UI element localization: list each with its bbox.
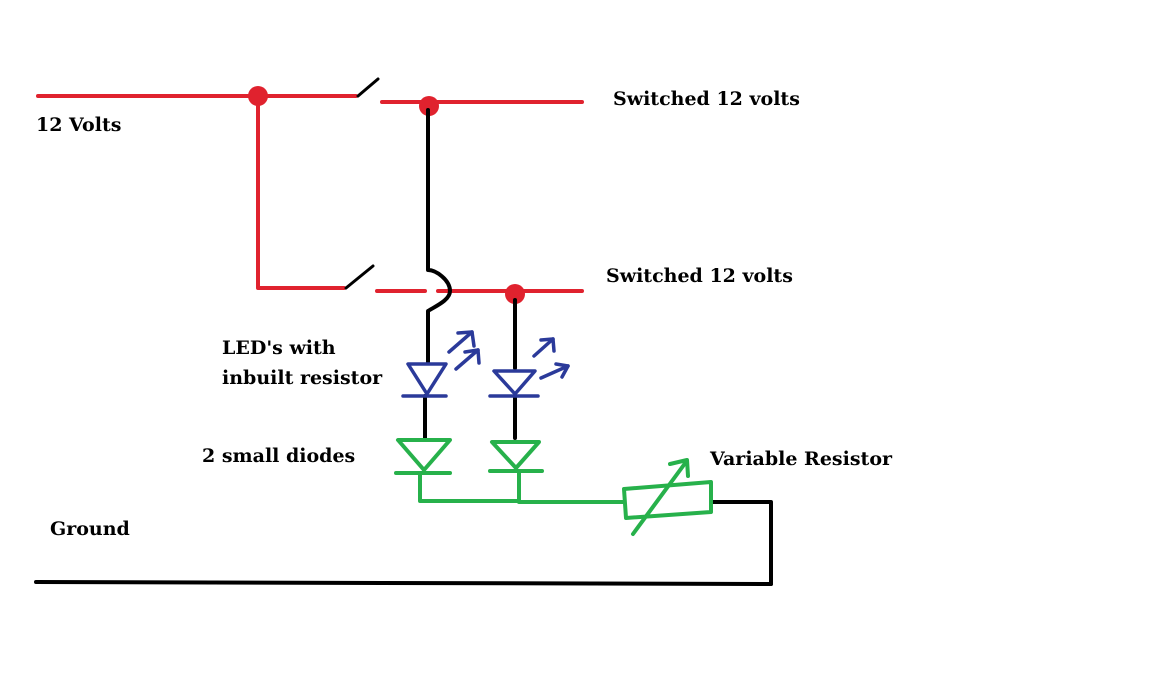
upper-switch-lever — [356, 77, 380, 98]
variable-resistor-arrowhead — [668, 458, 690, 478]
led-2-triangle — [492, 369, 537, 396]
ground-label: Ground — [50, 518, 130, 540]
led-1-arrowhead-b — [463, 348, 481, 365]
diode-1-tail — [418, 471, 521, 503]
junctions — [248, 86, 525, 304]
green-wiring — [394, 438, 713, 536]
black-wiring — [34, 108, 773, 586]
switches — [344, 77, 380, 290]
switched-upper-label: Switched 12 volts — [613, 88, 800, 110]
led-2-arrow-a — [532, 337, 555, 358]
led-label-line2: inbuilt resistor — [222, 367, 383, 389]
led-2-arrow-b — [539, 364, 570, 380]
supply-branch-wire — [256, 94, 346, 290]
crossover-wire — [426, 108, 452, 364]
diode-1-triangle — [396, 438, 452, 472]
supply-label: 12 Volts — [36, 114, 121, 136]
led-1-arrow-a — [447, 330, 474, 354]
variable-resistor-body — [622, 480, 713, 520]
led-1 — [401, 330, 481, 398]
junction-upper-switched — [419, 96, 439, 116]
ground-return-wire — [710, 500, 773, 586]
diodes-label: 2 small diodes — [202, 445, 355, 467]
led-2-arrowhead-a — [539, 337, 556, 353]
ground-rail — [34, 580, 773, 586]
led-1-arrow-b — [454, 348, 480, 371]
diode-2-triangle — [490, 440, 541, 470]
lower-switch-lever — [344, 264, 375, 290]
variable-resistor-slash — [631, 460, 688, 536]
junction-lower-switched — [505, 284, 525, 304]
led-label-line1: LED's with — [222, 337, 336, 359]
variable-resistor-label: Variable Resistor — [709, 448, 893, 470]
led-1-arrowhead-a — [456, 330, 476, 348]
led-1-triangle — [406, 362, 448, 396]
led-2 — [488, 337, 570, 398]
junction-supply — [248, 86, 268, 106]
switched-lower-label: Switched 12 volts — [606, 265, 793, 287]
led-2-arrowhead-b — [554, 362, 570, 379]
